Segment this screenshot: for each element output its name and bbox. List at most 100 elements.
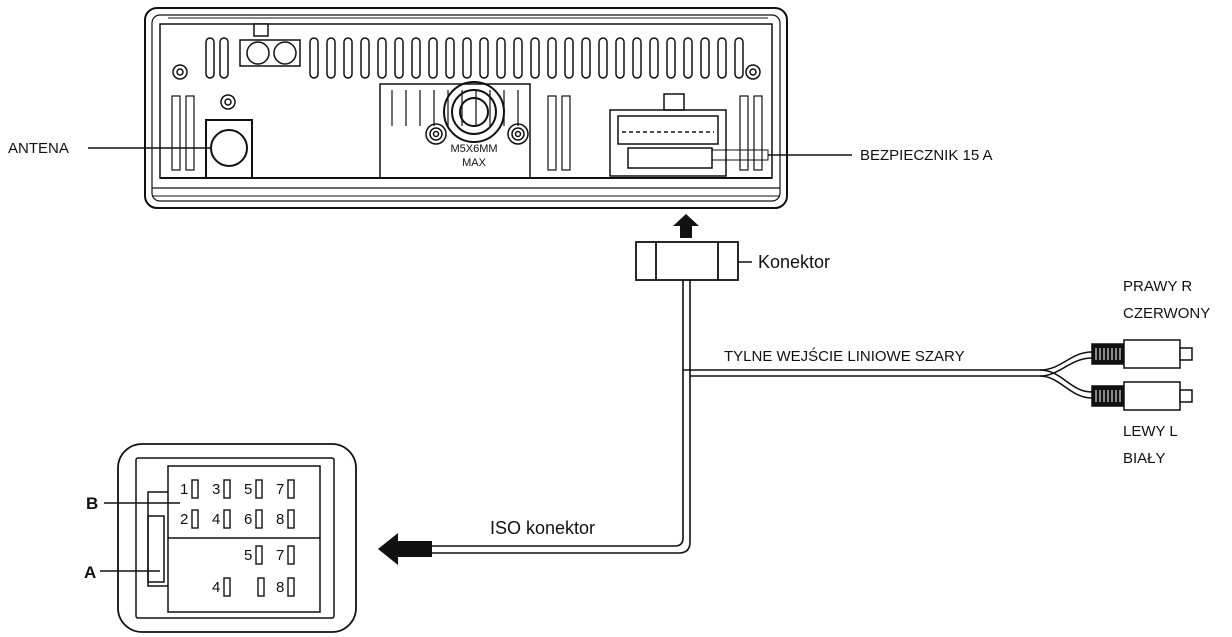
pin-slot	[223, 509, 231, 529]
pin-slot	[287, 577, 295, 597]
cables	[432, 280, 1093, 554]
screw-icon	[172, 64, 188, 80]
vent-slot	[326, 37, 336, 79]
inner-slot	[739, 95, 749, 171]
iso-connector-label: ISO konektor	[490, 518, 595, 538]
inner-slot	[547, 95, 557, 171]
vent-slot	[700, 37, 710, 79]
vent-slot	[615, 37, 625, 79]
pin-slot	[191, 479, 199, 499]
left-color-label: BIAŁY	[1123, 450, 1166, 467]
screw-spec-max: MAX	[462, 157, 487, 169]
top-clip	[239, 23, 301, 67]
pin-slot	[287, 479, 295, 499]
vent-slot	[581, 37, 591, 79]
antenna-socket	[205, 119, 253, 179]
right-color-label: CZERWONY	[1123, 305, 1210, 322]
iso-pin: 2	[180, 509, 199, 529]
vent-slot	[717, 37, 727, 79]
vent-slot	[632, 37, 642, 79]
iso-pin: 7	[276, 479, 295, 499]
pin-number: 7	[276, 481, 284, 498]
leader-lines	[88, 147, 852, 263]
vent-slot	[445, 37, 455, 79]
right-channel-label: PRAWY R	[1123, 278, 1192, 295]
iso-pin: 6	[244, 509, 263, 529]
vent-slot	[377, 37, 387, 79]
inner-slot	[561, 95, 571, 171]
inner-slot	[753, 95, 763, 171]
harness-socket	[609, 93, 769, 177]
iso-pin: 8	[276, 509, 295, 529]
vent-slot	[219, 37, 229, 79]
screw-icons	[172, 64, 761, 145]
pin-number: 6	[244, 511, 252, 528]
pin-number: 7	[276, 547, 284, 564]
pin-slot	[223, 479, 231, 499]
inner-slot	[171, 95, 181, 171]
vent-slot	[360, 37, 370, 79]
iso-pin: 5	[244, 545, 263, 565]
pin-slot	[257, 577, 265, 597]
pin-slot	[287, 545, 295, 565]
connector-plug	[635, 241, 739, 281]
iso-pin: 4	[212, 509, 231, 529]
connector-label: Konektor	[758, 252, 830, 272]
iso-arrow-icon	[378, 533, 432, 565]
iso-pin: 4	[212, 577, 231, 597]
vent-slot	[547, 37, 557, 79]
vent-slot	[496, 37, 506, 79]
vent-slot	[513, 37, 523, 79]
left-channel-label: LEWY L	[1123, 423, 1178, 440]
pin-number: 3	[212, 481, 220, 498]
rca-plug-right	[1091, 339, 1193, 369]
center-socket	[379, 81, 531, 179]
vent-slot	[649, 37, 659, 79]
block-b-label: B	[86, 494, 98, 513]
pin-number: 8	[276, 579, 284, 596]
pin-number: 5	[244, 547, 252, 564]
inner-slots	[171, 90, 763, 171]
iso-pin: 5	[244, 479, 263, 499]
vent-slot	[683, 37, 693, 79]
pin-number: 2	[180, 511, 188, 528]
vent-slot	[462, 37, 472, 79]
fuse-label: BEZPIECZNIK 15 A	[860, 147, 993, 164]
pin-slot	[255, 545, 263, 565]
vent-slot	[428, 37, 438, 79]
vent-slot	[564, 37, 574, 79]
block-a-label: A	[84, 563, 96, 582]
vent-slot	[530, 37, 540, 79]
screw-icon	[507, 123, 529, 145]
vent-slot	[309, 37, 319, 79]
pin-number: 4	[212, 511, 220, 528]
iso-pin: 8	[276, 577, 295, 597]
iso-pin: 3	[212, 479, 231, 499]
rca-plug-left	[1091, 381, 1193, 411]
pin-slot	[191, 509, 199, 529]
pin-slot	[287, 509, 295, 529]
vent-slot	[205, 37, 215, 79]
pin-number: 1	[180, 481, 188, 498]
pin-slot	[255, 509, 263, 529]
vent-slot	[598, 37, 608, 79]
arrow-up-icon	[673, 214, 699, 238]
screw-icon	[220, 94, 236, 110]
inner-slot	[185, 95, 195, 171]
rear-line-in-label: TYLNE WEJŚCIE LINIOWE SZARY	[724, 347, 965, 365]
pin-slot	[223, 577, 231, 597]
vent-slot	[734, 37, 744, 79]
screw-icon	[745, 64, 761, 80]
screw-spec-text: M5X6MM	[450, 143, 497, 155]
pin-slot	[255, 479, 263, 499]
vent-slots	[205, 37, 744, 79]
block-leaders	[100, 502, 180, 572]
iso-pin: 1	[180, 479, 199, 499]
vent-slot	[394, 37, 404, 79]
iso-connector-face	[117, 443, 357, 633]
vent-slot	[666, 37, 676, 79]
screw-icon	[425, 123, 447, 145]
vent-slot	[343, 37, 353, 79]
